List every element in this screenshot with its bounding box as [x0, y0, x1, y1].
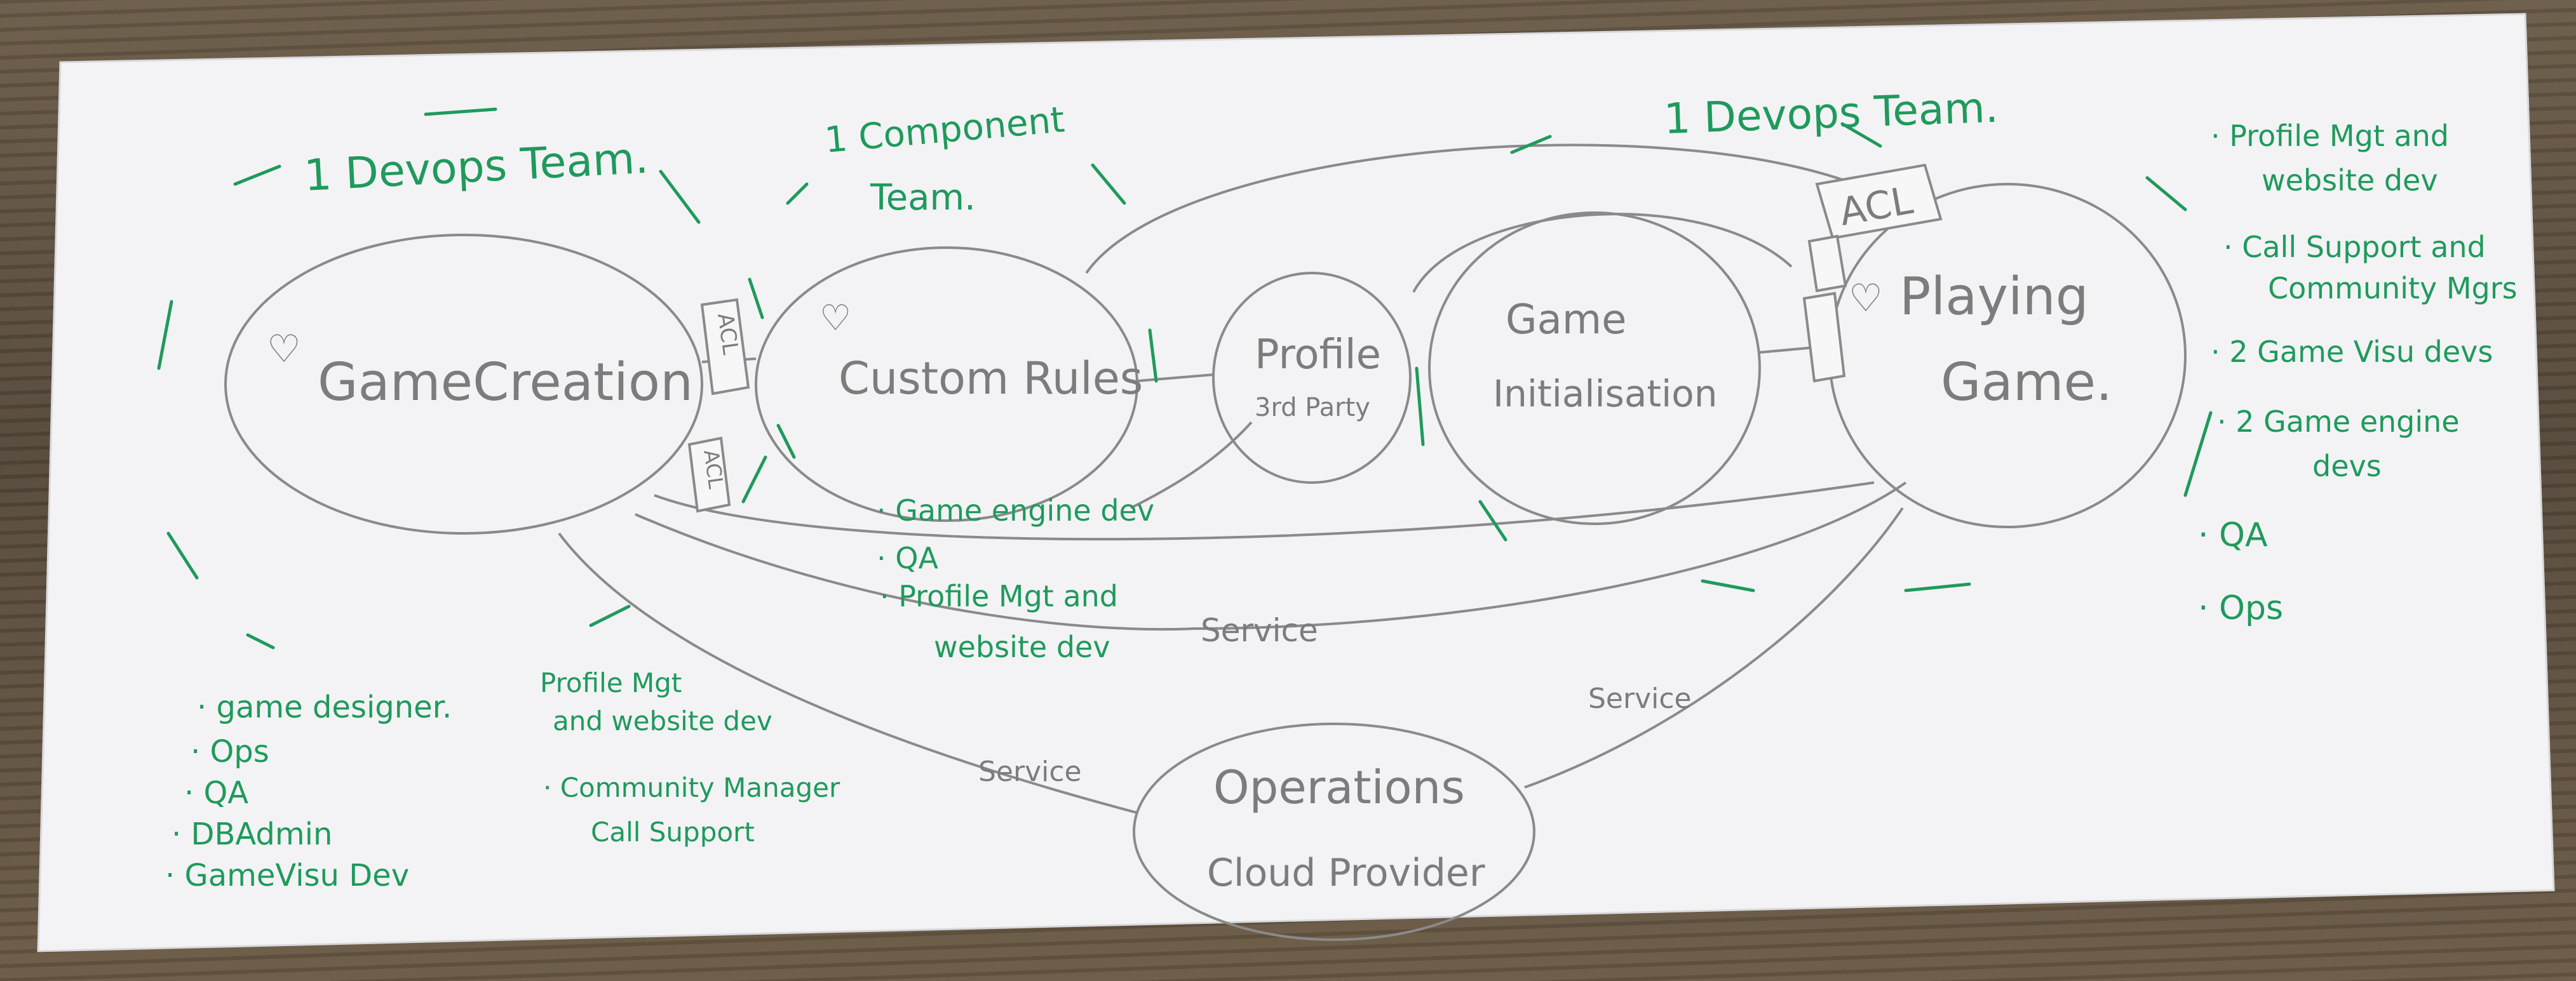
- devops-team-right-label: 1 Devops Team.: [1663, 83, 1999, 143]
- link-service-middle: [635, 481, 1907, 631]
- role-note: Profile Mgt: [540, 667, 682, 698]
- acl-box-playing-1[interactable]: [1807, 234, 1847, 293]
- role-note: · QA: [184, 775, 248, 811]
- role-note: website dev: [934, 630, 1110, 664]
- devops-team-left-boundary: [157, 107, 767, 650]
- game-creation-context[interactable]: [224, 234, 703, 535]
- role-note: · 2 Game Visu devs: [2211, 335, 2493, 369]
- custom-rules-roles: · Game engine dev · QA · Profile Mgt and…: [877, 493, 1154, 664]
- profile-label: Profile: [1255, 331, 1381, 378]
- role-note: · Call Support and: [2223, 230, 2486, 264]
- shared-context-arc: [1085, 143, 1856, 274]
- playing-game-label-line1: Playing: [1899, 267, 2089, 327]
- inner-init-arc: [1412, 213, 1793, 293]
- role-note: website dev: [2262, 163, 2438, 197]
- role-note: · game designer.: [197, 690, 452, 725]
- acl-box-playing-2[interactable]: [1802, 291, 1846, 383]
- link-lower-creation: [654, 481, 1875, 541]
- acl-box-creation[interactable]: ACL: [700, 298, 750, 396]
- game-init-label-line1: Game: [1506, 297, 1627, 344]
- link-service-lower-left: [558, 532, 1138, 814]
- custom-rules-context[interactable]: [755, 246, 1138, 522]
- role-note: · QA: [877, 541, 938, 575]
- service-label-middle: Service: [1201, 612, 1318, 649]
- playing-game-label-line2: Game.: [1941, 352, 2112, 413]
- game-creation-roles: · game designer. · Ops · QA · DBAdmin · …: [165, 690, 452, 893]
- game-creation-label: GameCreation: [318, 352, 693, 413]
- role-note: Call Support: [591, 817, 755, 848]
- operations-label-line1: Operations: [1213, 761, 1465, 814]
- game-initialisation-context[interactable]: [1428, 211, 1761, 525]
- role-note: · GameVisu Dev: [165, 858, 409, 893]
- role-note: · DBAdmin: [172, 817, 332, 852]
- profile-third-party-label: 3rd Party: [1255, 393, 1370, 422]
- acl-small-label: ACL: [712, 312, 743, 356]
- role-note: · Community Manager: [543, 772, 840, 803]
- role-note: · Profile Mgt and: [880, 579, 1118, 613]
- role-note: · Game engine dev: [877, 493, 1154, 528]
- heart-icon: ♡: [267, 327, 301, 371]
- role-note: · QA: [2198, 516, 2268, 554]
- role-note: · Ops: [191, 734, 269, 770]
- role-note: · 2 Game engine: [2217, 404, 2460, 439]
- service-label-lower-right: Service: [1588, 683, 1692, 715]
- role-note: Community Mgrs: [2268, 271, 2518, 305]
- operations-context[interactable]: [1133, 723, 1535, 941]
- operations-label-line2: Cloud Provider: [1207, 851, 1485, 895]
- role-note: · Profile Mgt and: [2211, 119, 2449, 153]
- paper-sheet: [37, 13, 2555, 952]
- component-team-boundary: [776, 163, 1158, 459]
- role-note: · Ops: [2198, 589, 2283, 627]
- link-custom-profile: [1136, 373, 1214, 382]
- profile-context[interactable]: [1212, 272, 1412, 484]
- acl-box-top[interactable]: ACL: [1815, 163, 1943, 240]
- component-team-label-line2: Team.: [870, 177, 976, 218]
- playing-game-roles: · Profile Mgt and website dev · Call Sup…: [2198, 119, 2518, 627]
- custom-rules-label: Custom Rules: [839, 352, 1143, 404]
- service-label-lower-left: Service: [978, 756, 1082, 788]
- acl-box-creation-low[interactable]: ACL: [687, 436, 731, 513]
- role-note: and website dev: [553, 705, 772, 737]
- game-init-label-line2: Initialisation: [1493, 372, 1717, 415]
- heart-icon: ♡: [1849, 276, 1883, 321]
- community-roles: Profile Mgt and website dev · Community …: [540, 667, 840, 848]
- acl-left-low-label: ACL: [699, 448, 728, 490]
- heart-icon: ♡: [819, 298, 851, 339]
- devops-team-right-boundary: [1415, 122, 2213, 592]
- role-note: devs: [2312, 449, 2382, 483]
- link-profile-note: [1130, 421, 1253, 509]
- link-service-lower-right: [1524, 507, 1904, 789]
